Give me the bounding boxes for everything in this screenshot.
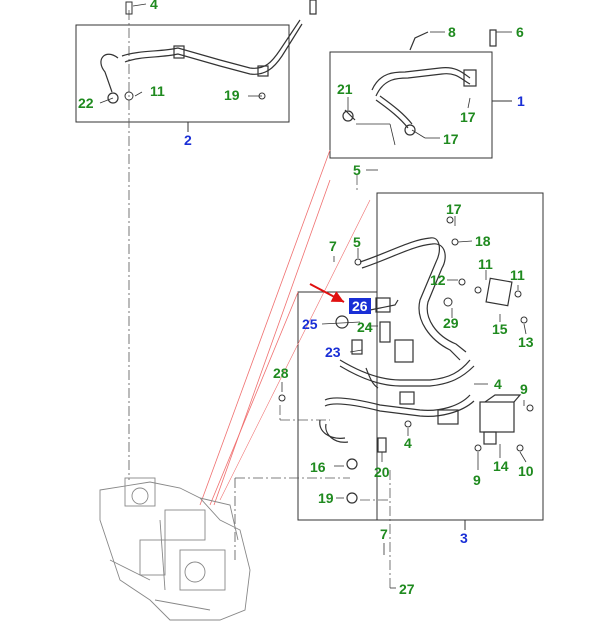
- part-label-26-overlay: 26: [352, 298, 368, 314]
- engine-block: [99, 477, 251, 621]
- hose-assembly-1: [342, 29, 497, 136]
- part-label-11c[interactable]: 11: [510, 267, 525, 283]
- part-label-5[interactable]: 5: [353, 162, 361, 178]
- part-label-18[interactable]: 18: [475, 233, 491, 249]
- hose-assembly-3: [319, 237, 522, 445]
- sub-assembly-parts: [335, 297, 399, 504]
- part-label-11b[interactable]: 11: [478, 256, 493, 272]
- part-label-4[interactable]: 4: [150, 0, 158, 12]
- part-label-4c[interactable]: 4: [404, 435, 412, 451]
- part-label-15[interactable]: 15: [492, 321, 508, 337]
- hose-assembly-2: [100, 0, 317, 104]
- part-label-29[interactable]: 29: [443, 315, 459, 331]
- part-label-27[interactable]: 27: [399, 581, 415, 597]
- part-label-23[interactable]: 23: [325, 344, 341, 360]
- part-label-6[interactable]: 6: [516, 24, 524, 40]
- part-label-16[interactable]: 16: [310, 459, 326, 475]
- part-label-20[interactable]: 20: [374, 464, 390, 480]
- part-label-7[interactable]: 7: [329, 238, 337, 254]
- part-label-9[interactable]: 9: [520, 381, 528, 397]
- part-label-5b[interactable]: 5: [353, 234, 361, 250]
- part-label-10[interactable]: 10: [518, 463, 534, 479]
- part-label-13[interactable]: 13: [518, 334, 534, 350]
- part-label-9b[interactable]: 9: [473, 472, 481, 488]
- part-label-19b[interactable]: 19: [318, 490, 334, 506]
- part-label-8[interactable]: 8: [448, 24, 456, 40]
- part-label-4b[interactable]: 4: [494, 376, 502, 392]
- assembly-1-frame: [329, 51, 493, 159]
- part-label-19[interactable]: 19: [224, 87, 240, 103]
- assembly-2-frame: [75, 24, 290, 123]
- part-label-17[interactable]: 17: [460, 109, 476, 125]
- part-label-22[interactable]: 22: [78, 95, 94, 111]
- assembly-label-3[interactable]: 3: [460, 530, 468, 546]
- part-label-11[interactable]: 11: [150, 83, 165, 99]
- assembly-label-2[interactable]: 2: [184, 132, 192, 148]
- part-label-24[interactable]: 24: [357, 319, 373, 335]
- label-26-highlight: [349, 298, 371, 314]
- part-label-26[interactable]: 26: [352, 298, 368, 314]
- center-lines: [128, 10, 391, 590]
- part-label-14[interactable]: 14: [493, 458, 509, 474]
- part-label-7b[interactable]: 7: [380, 526, 388, 542]
- part-label-12[interactable]: 12: [430, 272, 446, 288]
- assembly-label-1[interactable]: 1: [517, 93, 525, 109]
- part-label-21[interactable]: 21: [337, 81, 353, 97]
- part-label-17c[interactable]: 17: [446, 201, 462, 217]
- part-label-17b[interactable]: 17: [443, 131, 459, 147]
- part-label-25[interactable]: 25: [302, 316, 318, 332]
- pointer-arrow: [309, 283, 345, 303]
- part-label-28[interactable]: 28: [273, 365, 289, 381]
